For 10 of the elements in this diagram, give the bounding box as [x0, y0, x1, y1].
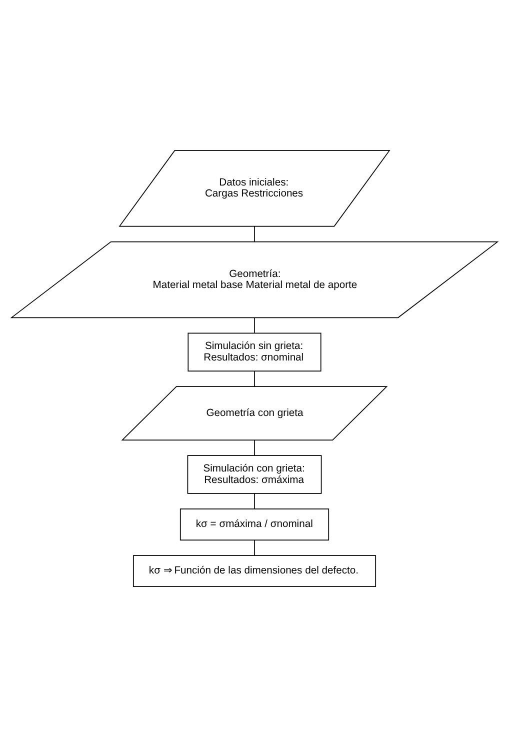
- connector: [254, 539, 255, 556]
- node-box: kσ ⇒ Función de las dimensiones del defecto.: [132, 554, 376, 586]
- node-box: Simulación sin grieta: Resultados: σnominal: [188, 332, 322, 372]
- connector: [254, 492, 255, 509]
- connector: [254, 439, 255, 456]
- node-box: Simulación con grieta: Resultados: σmáxima: [187, 454, 322, 494]
- node-box: kσ = σmáxima / σnominal: [180, 508, 330, 540]
- connector: [254, 226, 255, 242]
- connector: [254, 370, 255, 386]
- connector: [254, 317, 255, 333]
